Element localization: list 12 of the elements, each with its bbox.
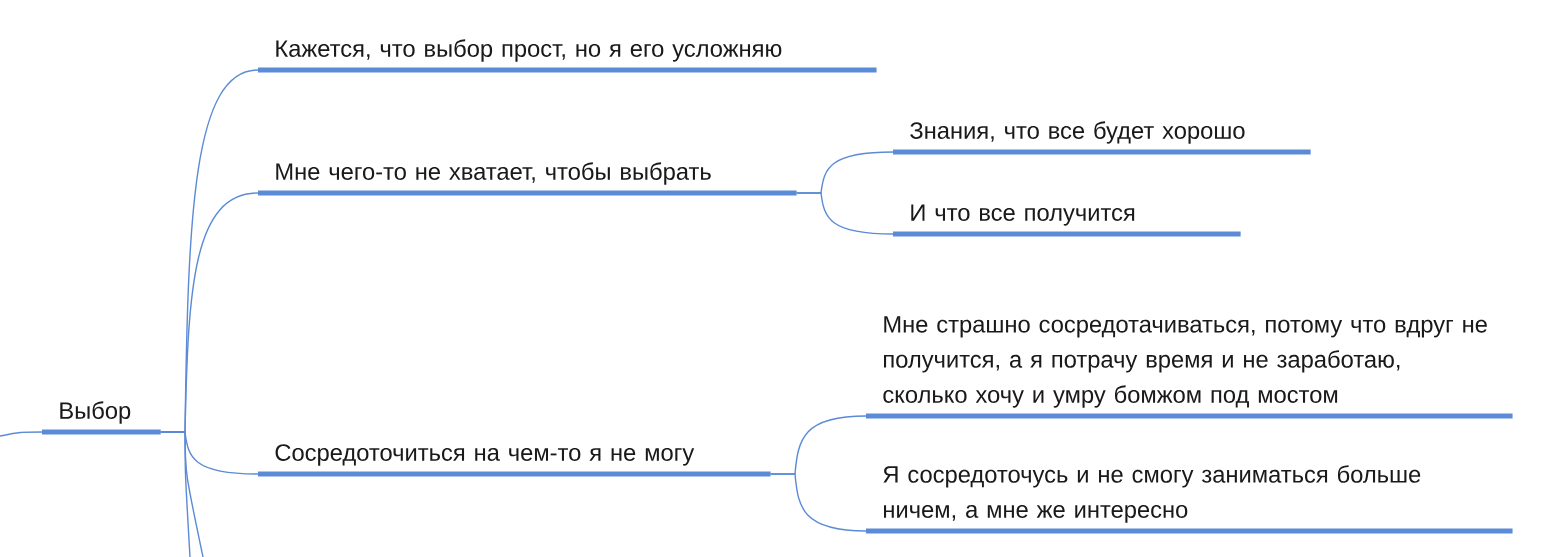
topic-underline: И что все получится — [893, 204, 1241, 237]
topic-underline: Выбор — [42, 401, 161, 435]
topic-underline: Сосредоточиться на чем-то я не могу — [258, 444, 771, 477]
connector-line — [795, 192, 894, 235]
connector-line — [160, 431, 204, 557]
topic-underline: Знания, что все будет хорошо — [893, 121, 1311, 155]
topic-underline: Мне страшно сосредотачиваться, потому что вдруг не получится, а я потрачу время и не заработаю, сколько хочу и умру бомжом под мостом — [866, 316, 1513, 419]
topic-underline: Я сосредоточусь и не смогу заниматься больше ничем, а мне же интересно — [866, 465, 1513, 534]
topic-underline: Кажется, что выбор прост, но я его усложняю — [258, 39, 877, 73]
topic-underline: Мне чего-то не хватает, чтобы выбрать — [258, 162, 797, 196]
connector-line — [0, 431, 43, 437]
connector-line — [769, 473, 867, 532]
